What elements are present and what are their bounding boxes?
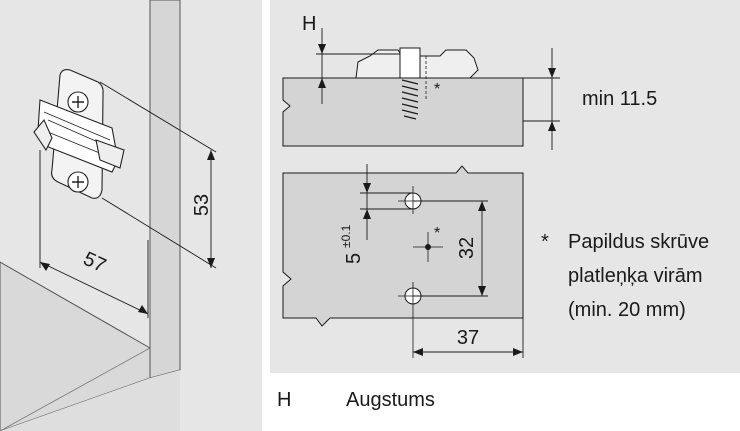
offset-dimension bbox=[360, 164, 413, 240]
note-star: * bbox=[541, 231, 549, 253]
note-line-1: Papildus skrūve bbox=[568, 231, 710, 253]
legend-value: Augstums bbox=[346, 389, 435, 411]
mounting-plate bbox=[33, 69, 125, 199]
height-dimension-label: 53 bbox=[191, 194, 213, 216]
plate-top-view bbox=[282, 165, 524, 327]
horizontal-spacing-dimension bbox=[413, 318, 524, 358]
screw-thread bbox=[401, 79, 419, 120]
offset-label: 5 bbox=[343, 253, 365, 264]
min-thickness-dimension bbox=[470, 48, 560, 150]
note-line-3: (min. 20 mm) bbox=[568, 299, 686, 321]
legend-key: H bbox=[277, 389, 292, 411]
note-line-2: platleņķa virām bbox=[568, 265, 703, 287]
h-dimension bbox=[316, 28, 400, 104]
width-dimension bbox=[39, 150, 149, 318]
height-dimension bbox=[99, 81, 217, 269]
min-thickness-label: min 11.5 bbox=[582, 88, 657, 110]
isometric-drawing: 53 57 bbox=[0, 0, 217, 431]
offset-tolerance: ±0.1 bbox=[339, 224, 353, 248]
section-board bbox=[282, 77, 524, 147]
vertical-spacing-dimension bbox=[413, 200, 488, 297]
plate-asterisk: * bbox=[434, 225, 440, 242]
section-asterisk: * bbox=[434, 81, 440, 98]
horizontal-spacing-label: 37 bbox=[457, 327, 479, 349]
h-label: H bbox=[302, 13, 316, 35]
vertical-spacing-label: 32 bbox=[456, 237, 478, 259]
